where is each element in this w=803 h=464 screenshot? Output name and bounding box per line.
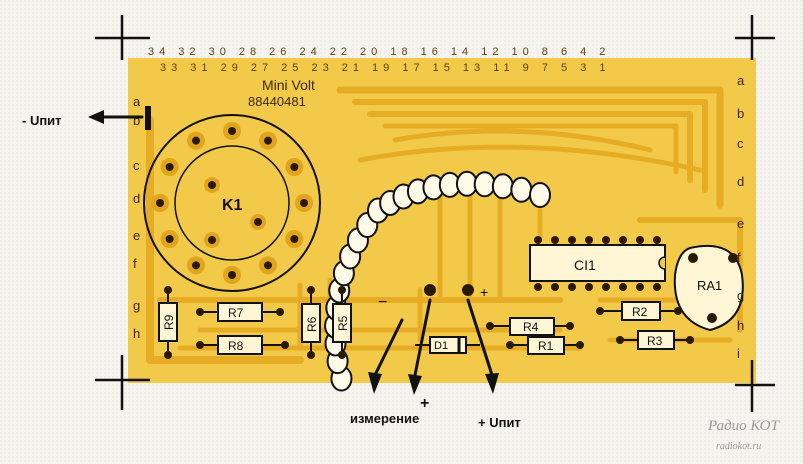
ic-pin — [585, 283, 593, 291]
trimmer-ra1: RA1 — [673, 244, 744, 332]
switch-pad — [187, 131, 205, 150]
board-title: Mini Volt — [262, 77, 315, 93]
board-part-number: 88440481 — [248, 94, 306, 109]
crop-marks — [95, 15, 775, 412]
watermark-url: radiokot.ru — [716, 441, 761, 452]
top-pin-numbers-even: 34 32 30 28 26 24 22 20 18 16 14 12 10 8… — [148, 46, 610, 58]
resistor-r3: R3 — [616, 330, 694, 350]
svg-text:R9: R9 — [162, 314, 176, 330]
ic-pin — [619, 283, 627, 291]
svg-text:R7: R7 — [228, 306, 244, 320]
ic-pin — [636, 283, 644, 291]
switch-inner-pad — [204, 232, 220, 248]
switch-pad — [259, 131, 277, 150]
switch-inner-pad — [250, 214, 266, 230]
resistor-r8: R8 — [196, 335, 289, 355]
resistor-r7: R7 — [196, 302, 284, 322]
ic-ci1: CI1 — [529, 236, 666, 291]
probe-pads: − + — [378, 284, 488, 311]
switch-pad — [259, 256, 277, 275]
ic-pin — [551, 236, 559, 244]
resistor-r1: R1 — [506, 336, 584, 355]
diode-d1: D1 — [415, 336, 480, 354]
ic-pin — [602, 236, 610, 244]
switch-pad — [223, 266, 241, 284]
ic-pin — [585, 236, 593, 244]
resistor-r9: R9 — [158, 286, 178, 359]
ic-pin — [568, 283, 576, 291]
right-pad-letter: f — [737, 250, 741, 265]
resistor-r6: R6 — [301, 286, 321, 359]
left-pad-letter: d — [133, 191, 140, 206]
switch-pad — [187, 256, 205, 275]
right-pad-letter: g — [737, 288, 744, 303]
ic-pin — [551, 283, 559, 291]
switch-k1: K1 — [143, 114, 321, 292]
resistor-r5: R5 — [332, 286, 352, 359]
label-pad-plus: + — [420, 395, 429, 412]
led-pad — [529, 182, 551, 208]
watermark-brand: Радио КОТ — [707, 418, 781, 434]
probe-minus-label: − — [378, 294, 387, 311]
left-pad-letter: e — [133, 228, 140, 243]
ic-pin — [602, 283, 610, 291]
switch-pad — [295, 194, 313, 212]
left-pad-letters: b c d ef gh — [133, 113, 140, 341]
ic-pin — [653, 283, 661, 291]
switch-pad — [151, 194, 169, 212]
label-supply-plus: + Uпит — [478, 415, 521, 430]
probe-plus-label: + — [480, 284, 488, 300]
led-pad — [491, 173, 514, 200]
switch-pad — [160, 158, 179, 176]
ic-pin — [534, 283, 542, 291]
svg-text:R1: R1 — [538, 339, 554, 353]
right-pad-letter: e — [737, 216, 744, 231]
wires — [98, 115, 494, 377]
resistor-r2: R2 — [596, 301, 682, 321]
left-pad-letter: f — [133, 256, 137, 271]
trimmer-label: RA1 — [697, 278, 722, 293]
arrow-heads — [88, 110, 499, 395]
ic-pin — [568, 236, 576, 244]
svg-text:R5: R5 — [336, 315, 350, 331]
copper-traces — [146, 86, 743, 364]
right-pad-letters: a bc d e f ghi — [737, 73, 745, 361]
switch-pad — [285, 230, 304, 248]
label-supply-minus: - Uпит — [22, 113, 62, 128]
right-pad-letter: i — [737, 346, 740, 361]
right-pad-letter: b — [737, 106, 744, 121]
left-pad-letter: g — [133, 298, 140, 313]
right-pad-letter: h — [737, 318, 744, 333]
svg-text:a: a — [133, 94, 141, 109]
switch-label: K1 — [222, 197, 243, 214]
svg-text:R6: R6 — [305, 316, 319, 332]
svg-text:R8: R8 — [228, 339, 244, 353]
ic-pin — [619, 236, 627, 244]
top-pin-numbers-odd: 33 31 29 27 25 23 21 19 17 15 13 11 9 7 … — [160, 62, 611, 74]
svg-text:R4: R4 — [523, 320, 539, 334]
right-pad-letter: c — [737, 136, 744, 151]
ic-label: CI1 — [574, 257, 596, 273]
resistor-r4: R4 — [486, 317, 574, 336]
led-pad — [510, 176, 533, 203]
left-pad-letter: b — [133, 113, 140, 128]
right-pad-letter: a — [737, 73, 745, 88]
left-pad-letter: h — [133, 326, 140, 341]
left-pad-letter: c — [133, 158, 140, 173]
right-pad-letter: d — [737, 174, 744, 189]
svg-text:D1: D1 — [434, 340, 448, 352]
switch-pad — [223, 122, 241, 140]
switch-inner-pad — [204, 177, 220, 193]
led-pad — [473, 171, 496, 198]
switch-pad — [160, 230, 179, 248]
ic-pin — [653, 236, 661, 244]
ic-pin — [534, 236, 542, 244]
switch-pad — [285, 158, 304, 176]
svg-text:R3: R3 — [647, 334, 663, 348]
label-measure: измерение — [350, 411, 419, 426]
svg-text:R2: R2 — [632, 305, 648, 319]
supply-minus-pad: a — [133, 94, 151, 130]
ic-pin — [636, 236, 644, 244]
